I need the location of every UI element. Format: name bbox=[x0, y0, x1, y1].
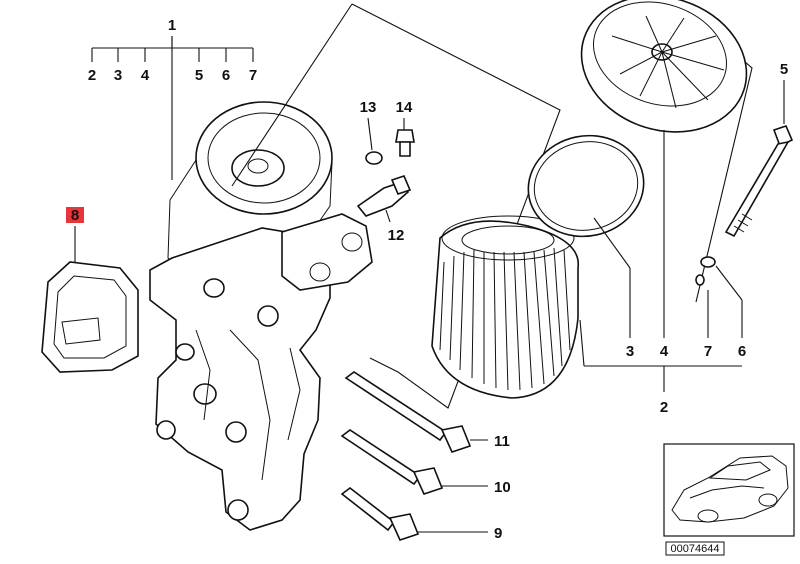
diagram-reference-number: 00074644 bbox=[671, 543, 720, 555]
part-4-filter-cover[interactable] bbox=[564, 0, 765, 153]
part-5-long-bolt[interactable]: 5 bbox=[724, 61, 794, 238]
part-13-seal-ring[interactable]: 13 bbox=[360, 99, 383, 165]
filter-pleats bbox=[439, 247, 571, 391]
label-9[interactable]: 9 bbox=[494, 525, 502, 542]
label-13[interactable]: 13 bbox=[360, 99, 377, 116]
callout-group-2: 3 4 7 6 2 bbox=[579, 130, 746, 416]
label-2-sub-6[interactable]: 6 bbox=[738, 343, 746, 360]
label-2[interactable]: 2 bbox=[660, 399, 668, 416]
part-10-bolt[interactable]: 10 bbox=[340, 429, 511, 496]
label-5[interactable]: 5 bbox=[780, 61, 788, 78]
label-12[interactable]: 12 bbox=[388, 227, 405, 244]
label-11[interactable]: 11 bbox=[494, 433, 510, 450]
part-14-sensor-plug[interactable]: 14 bbox=[395, 99, 415, 157]
label-2-sub-4[interactable]: 4 bbox=[660, 343, 669, 360]
label-1-sub-5[interactable]: 5 bbox=[195, 67, 203, 84]
part-9-bolt[interactable]: 9 bbox=[340, 486, 502, 542]
part-11-bolt[interactable]: 11 bbox=[344, 371, 510, 453]
label-1[interactable]: 1 bbox=[168, 17, 176, 34]
vehicle-reference-inset: 00074644 bbox=[663, 443, 795, 556]
car-illustration bbox=[671, 455, 789, 523]
label-10[interactable]: 10 bbox=[494, 479, 511, 496]
part-8-gasket[interactable]: 8 bbox=[41, 207, 139, 373]
label-2-sub-7[interactable]: 7 bbox=[704, 343, 712, 360]
part-seal-ring-large[interactable] bbox=[519, 125, 653, 247]
part-12-sensor[interactable]: 12 bbox=[356, 175, 412, 244]
label-1-sub-7[interactable]: 7 bbox=[249, 67, 257, 84]
label-1-sub-4[interactable]: 4 bbox=[141, 67, 150, 84]
bolt-thread bbox=[733, 213, 753, 233]
part-1-filter-housing[interactable] bbox=[149, 101, 373, 531]
label-14[interactable]: 14 bbox=[396, 99, 413, 116]
label-1-sub-6[interactable]: 6 bbox=[222, 67, 230, 84]
label-8-highlight bbox=[66, 207, 84, 223]
label-1-sub-2[interactable]: 2 bbox=[88, 67, 96, 84]
part-7-circlip[interactable] bbox=[695, 274, 705, 286]
cover-ribs bbox=[611, 15, 725, 109]
exploded-view-frame bbox=[351, 3, 561, 409]
part-6-washer[interactable] bbox=[700, 256, 716, 268]
label-2-sub-3[interactable]: 3 bbox=[626, 343, 634, 360]
label-8[interactable]: 8 bbox=[71, 207, 79, 224]
part-3-filter-element[interactable] bbox=[431, 215, 579, 399]
callout-group-1: 1 2 3 4 5 6 7 bbox=[88, 17, 257, 180]
label-1-sub-3[interactable]: 3 bbox=[114, 67, 122, 84]
